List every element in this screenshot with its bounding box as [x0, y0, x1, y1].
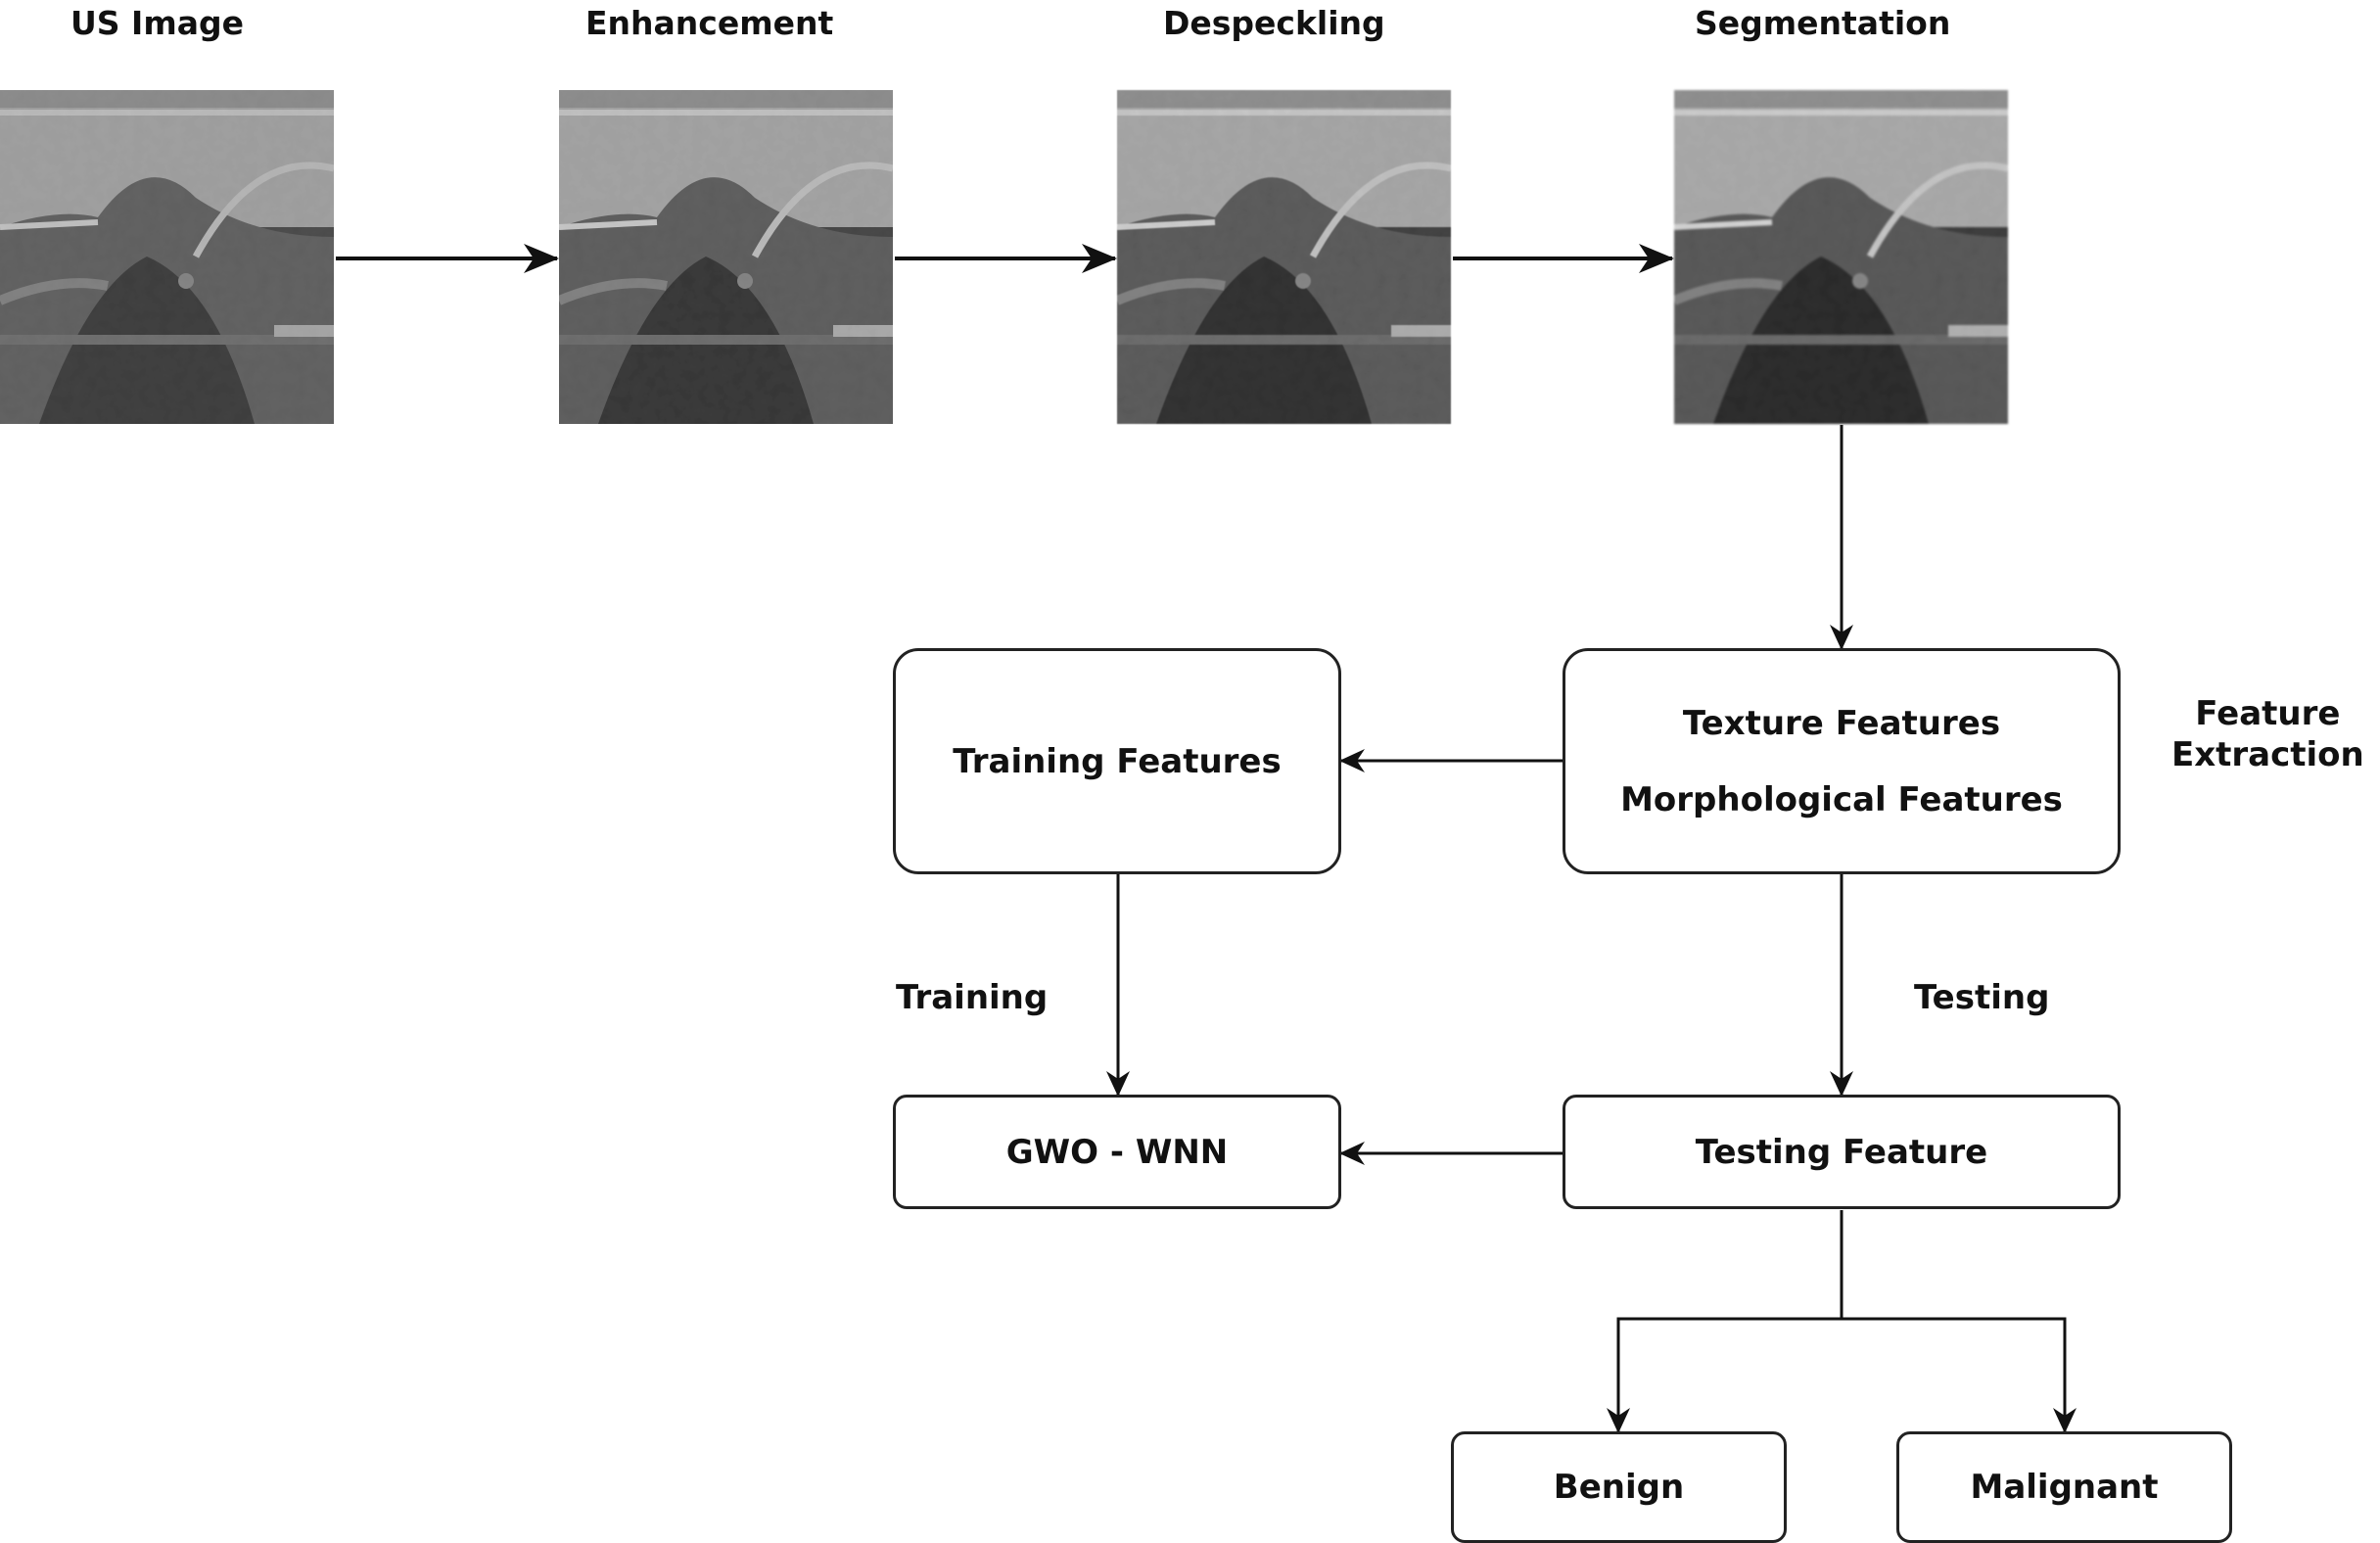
stage-label-enhancement: Enhancement	[585, 4, 834, 42]
training-features-box: Training Features	[893, 648, 1341, 874]
feature-extraction-box: Texture Features Morphological Features	[1563, 648, 2121, 874]
benign-box: Benign	[1451, 1431, 1787, 1543]
training-label: Training	[896, 978, 1049, 1017]
stage-label-despeckling: Despeckling	[1163, 4, 1385, 42]
malignant-label: Malignant	[1970, 1468, 2159, 1507]
classifier-box: GWO - WNN	[893, 1095, 1341, 1209]
stage-label-us-image: US Image	[70, 4, 244, 42]
arrow-testing-to-benign	[1607, 1210, 1843, 1433]
classifier-label: GWO - WNN	[1005, 1132, 1229, 1172]
feature-extraction-label-line1: Feature	[2195, 694, 2341, 733]
morphological-features-label: Morphological Features	[1620, 779, 2063, 819]
arrow-testing-to-malignant	[1842, 1317, 2077, 1433]
benign-label: Benign	[1553, 1468, 1685, 1507]
testing-feature-label: Testing Feature	[1695, 1132, 1988, 1172]
stage-label-segmentation: Segmentation	[1695, 4, 1951, 42]
feature-extraction-label: Feature Extraction	[2171, 693, 2364, 775]
testing-feature-box: Testing Feature	[1563, 1095, 2121, 1209]
feature-extraction-label-line2: Extraction	[2171, 735, 2364, 774]
training-features-label: Training Features	[953, 741, 1282, 781]
testing-label: Testing	[1914, 978, 2050, 1017]
malignant-box: Malignant	[1896, 1431, 2232, 1543]
texture-features-label: Texture Features	[1682, 703, 2001, 743]
